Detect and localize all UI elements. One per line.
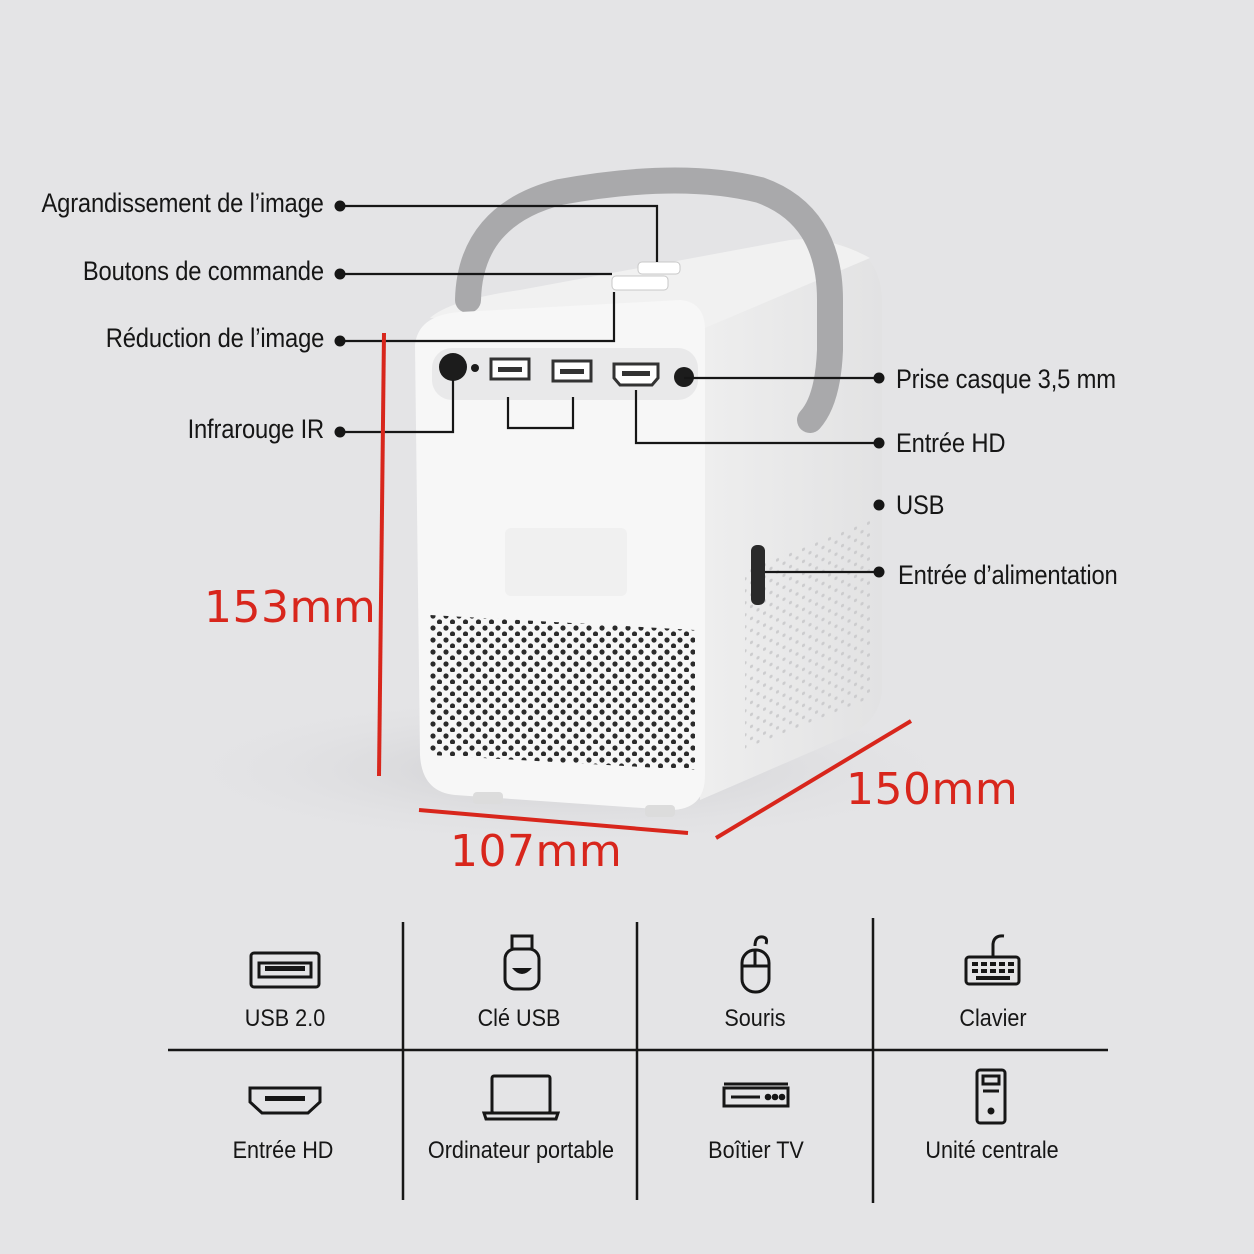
leader-zoom-out bbox=[340, 292, 616, 343]
height-dimension-line bbox=[377, 332, 386, 777]
width-dimension-line bbox=[418, 808, 689, 835]
keyboard-icon bbox=[964, 934, 1021, 986]
laptop-icon bbox=[481, 1074, 561, 1121]
leader-hd bbox=[634, 390, 879, 445]
compat-label-mouse: Souris bbox=[724, 1005, 786, 1032]
leader-lines-right bbox=[506, 376, 879, 574]
side-grill bbox=[745, 518, 870, 750]
leader-usb bbox=[506, 397, 575, 430]
compat-label-usb-2: USB 2.0 bbox=[244, 1005, 326, 1032]
hdmi-port-icon bbox=[248, 1086, 322, 1115]
power-port bbox=[751, 545, 765, 605]
leader-dots-left bbox=[334, 200, 346, 438]
compat-label-laptop: Ordinateur portable bbox=[427, 1137, 615, 1164]
depth-dimension-label: 150mm bbox=[846, 764, 1019, 815]
compat-label-tv-box: Boîtier TV bbox=[708, 1137, 804, 1164]
compat-label-usb-stick: Clé USB bbox=[477, 1005, 561, 1032]
control-buttons bbox=[611, 275, 669, 291]
usb-stick-icon bbox=[503, 934, 541, 991]
callout-power-input: Entrée d’alimentation bbox=[898, 560, 1118, 590]
mouse-icon bbox=[740, 935, 771, 994]
leader-lines-left bbox=[340, 204, 659, 434]
leader-ir bbox=[340, 380, 455, 434]
leader-dots-right bbox=[873, 372, 885, 578]
callout-ir: Infrarouge IR bbox=[187, 414, 325, 444]
compatibility-grid bbox=[168, 918, 1108, 1203]
height-dimension-label: 153mm bbox=[204, 582, 377, 633]
label-plate bbox=[505, 528, 627, 596]
ir-sensor bbox=[439, 353, 467, 381]
tv-box-icon bbox=[722, 1082, 790, 1108]
callout-usb: USB bbox=[896, 490, 945, 520]
depth-dimension-line bbox=[714, 719, 913, 840]
compat-label-desktop: Unité centrale bbox=[925, 1137, 1059, 1164]
leader-zoom-in bbox=[340, 204, 659, 262]
foot-right bbox=[645, 805, 675, 817]
callout-control-buttons: Boutons de commande bbox=[82, 256, 324, 286]
zoom-in-button bbox=[637, 261, 681, 275]
projector-illustration bbox=[415, 167, 882, 817]
usb-port-icon bbox=[249, 951, 321, 989]
front-grill bbox=[430, 615, 695, 770]
callout-zoom-out: Réduction de l’image bbox=[105, 323, 325, 353]
compat-label-hd-input: Entrée HD bbox=[232, 1137, 334, 1164]
foot-left bbox=[473, 792, 503, 804]
callout-hd-input: Entrée HD bbox=[896, 428, 1006, 458]
compat-label-keyboard: Clavier bbox=[959, 1005, 1027, 1032]
handle bbox=[455, 167, 843, 433]
width-dimension-label: 107mm bbox=[450, 826, 623, 877]
indicator-led bbox=[471, 364, 479, 372]
desktop-tower-icon bbox=[975, 1068, 1007, 1125]
callout-audio-jack: Prise casque 3,5 mm bbox=[896, 364, 1116, 394]
dimension-lines bbox=[377, 332, 913, 840]
callout-zoom-in: Agrandissement de l’image bbox=[41, 188, 324, 218]
